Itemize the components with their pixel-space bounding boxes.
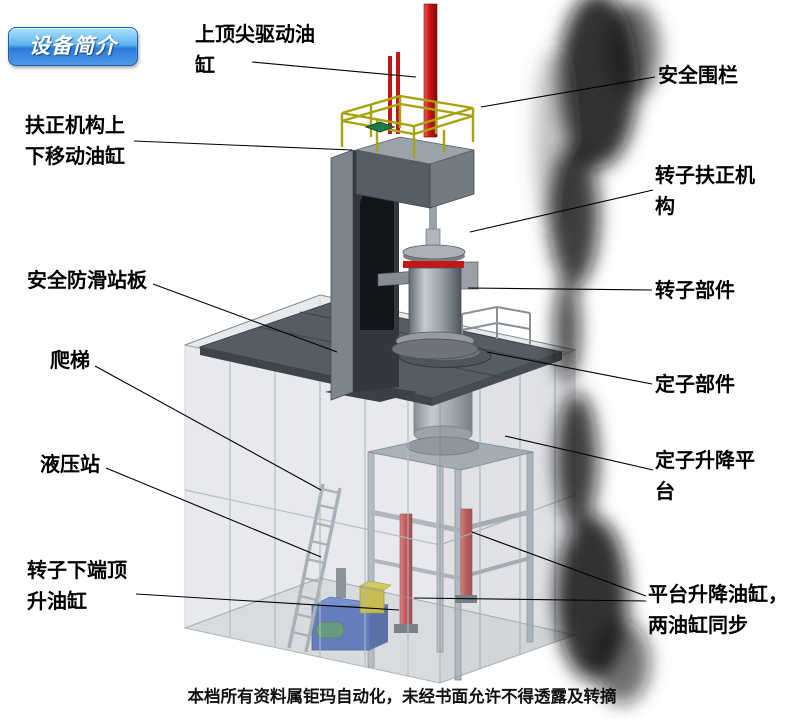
title-badge: 设备简介 bbox=[8, 27, 138, 66]
leader-rotor-centering bbox=[469, 189, 654, 233]
enclosure-interior bbox=[183, 297, 577, 684]
leader-lines bbox=[94, 61, 656, 611]
access-ladder-3d bbox=[287, 483, 342, 653]
green-plate bbox=[364, 121, 396, 133]
leader-safety-fence bbox=[480, 76, 656, 108]
leader-ladder bbox=[94, 365, 322, 491]
leader-rotor-jack-cylinder bbox=[135, 593, 400, 611]
leader-platform-cylinder-a bbox=[471, 531, 647, 597]
leader-centering-cylinder bbox=[133, 140, 353, 151]
leader-stator-part bbox=[486, 351, 653, 385]
top-drive-cylinder-3d bbox=[388, 3, 438, 138]
ink-smudge bbox=[534, 0, 660, 704]
label-centering-updown-cylinder: 扶正机构上下移动油缸 bbox=[25, 115, 125, 168]
label-antislip-platform: 安全防滑站板 bbox=[27, 270, 147, 292]
label-rotor-bottom-jack-cylinder: 转子下端顶升油缸 bbox=[27, 560, 127, 613]
leader-stator-lift-platform bbox=[504, 435, 654, 471]
label-top-center-drive-cylinder: 上顶尖驱动油缸 bbox=[195, 24, 315, 77]
safety-fence-3d bbox=[340, 94, 475, 158]
label-stator-lift-platform: 定子升降平台 bbox=[655, 450, 755, 503]
leader-top-drive-cylinder bbox=[251, 61, 417, 78]
label-platform-lift-cylinders: 平台升降油缸，两油缸同步 bbox=[648, 584, 788, 637]
footer-copyright: 本档所有资料属钜玛自动化，未经书面允许不得透露及转摘 bbox=[187, 688, 617, 706]
leader-antislip-platform bbox=[152, 283, 338, 353]
platform-side-fence bbox=[461, 305, 531, 346]
rotor-assembly bbox=[377, 203, 479, 360]
leader-rotor-part bbox=[467, 287, 653, 291]
label-safety-fence: 安全围栏 bbox=[658, 65, 738, 87]
label-rotor-part: 转子部件 bbox=[655, 280, 735, 302]
hydraulic-station-3d bbox=[310, 568, 392, 651]
label-ladder: 爬梯 bbox=[50, 350, 90, 372]
press-column bbox=[325, 149, 418, 402]
label-stator-part: 定子部件 bbox=[655, 374, 735, 396]
leader-hydraulic-station bbox=[105, 467, 322, 558]
label-rotor-centering-mechanism: 转子扶正机构 bbox=[655, 165, 755, 218]
leader-platform-cylinder-b bbox=[413, 597, 647, 602]
label-hydraulic-station: 液压站 bbox=[40, 454, 100, 476]
